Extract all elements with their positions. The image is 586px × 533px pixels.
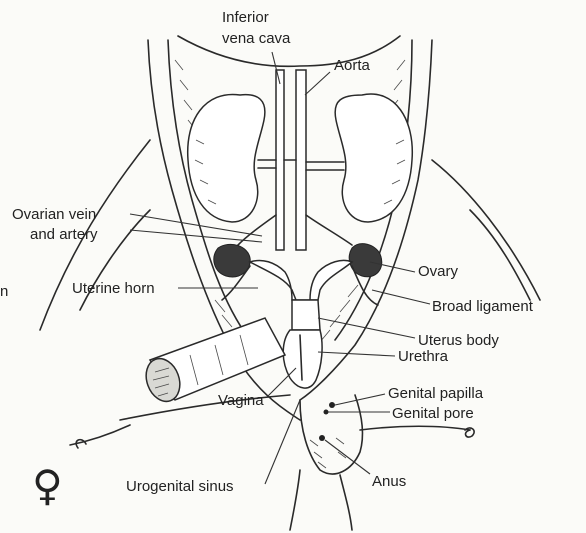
- label-edge-fragment: n: [0, 283, 8, 300]
- label-urogenital-sinus: Urogenital sinus: [126, 478, 234, 495]
- label-broad-ligament: Broad ligament: [432, 298, 534, 315]
- label-ovarian-line1: Ovarian vein: [12, 206, 96, 223]
- label-aorta: Aorta: [334, 57, 371, 74]
- aorta: [296, 70, 306, 250]
- label-ovarian-line2: and artery: [30, 226, 98, 243]
- label-inferior-vena-cava-line1: Inferior: [222, 9, 269, 26]
- label-genital-pore: Genital pore: [392, 405, 474, 422]
- vagina-urethra: [283, 330, 322, 388]
- female-symbol-icon: ♀: [32, 461, 63, 510]
- label-anus: Anus: [372, 473, 406, 490]
- label-uterus-body: Uterus body: [418, 332, 499, 349]
- left-kidney: [188, 94, 265, 222]
- label-uterine-horn: Uterine horn: [72, 280, 155, 297]
- labels: Inferior vena cava Aorta Ovarian vein an…: [0, 9, 534, 495]
- label-genital-papilla: Genital papilla: [388, 385, 484, 402]
- right-kidney: [335, 94, 412, 222]
- label-urethra: Urethra: [398, 348, 449, 365]
- uterine-horns: [250, 260, 352, 300]
- label-ovary: Ovary: [418, 263, 459, 280]
- uterus-body: [292, 300, 320, 330]
- broad-ligament: [222, 266, 378, 305]
- external-genitalia: [319, 402, 335, 441]
- label-inferior-vena-cava-line2: vena cava: [222, 30, 291, 47]
- label-vagina: Vagina: [218, 392, 264, 409]
- vena-cava: [276, 70, 284, 250]
